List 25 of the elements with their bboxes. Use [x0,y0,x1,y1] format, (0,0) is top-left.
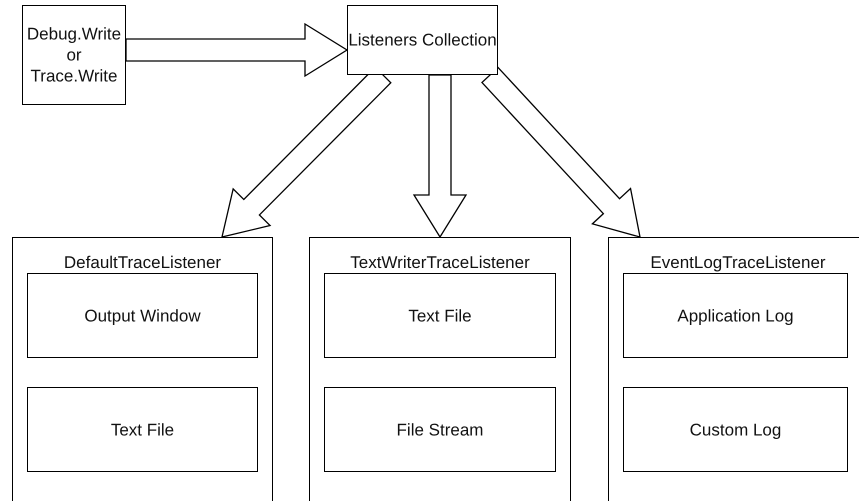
box-label: Debug.Write or Trace.Write [26,24,122,86]
listener-panel [12,237,273,501]
panel-heading: TextWriterTraceListener [349,252,531,273]
process-box [623,387,848,472]
block-arrow [412,74,468,238]
process-box [623,273,848,358]
box-label: Text File [110,419,176,440]
process-box [324,273,556,358]
box-label: Listeners Collection [348,30,497,50]
process-box [324,387,556,472]
process-box [27,387,258,472]
listener-panel [309,237,571,501]
panel-heading: DefaultTraceListener [62,252,222,273]
box-label: Custom Log [688,419,782,440]
process-box [27,273,258,358]
panel-heading: EventLogTraceListener [649,252,827,273]
block-arrow [481,66,641,238]
box-label: File Stream [396,419,484,440]
listener-panel [608,237,859,501]
process-box [22,5,126,105]
box-label: Text File [407,305,473,326]
box-label: Output Window [83,305,202,326]
block-arrow [125,22,348,78]
box-label: Application Log [676,305,795,326]
process-box [347,5,498,75]
